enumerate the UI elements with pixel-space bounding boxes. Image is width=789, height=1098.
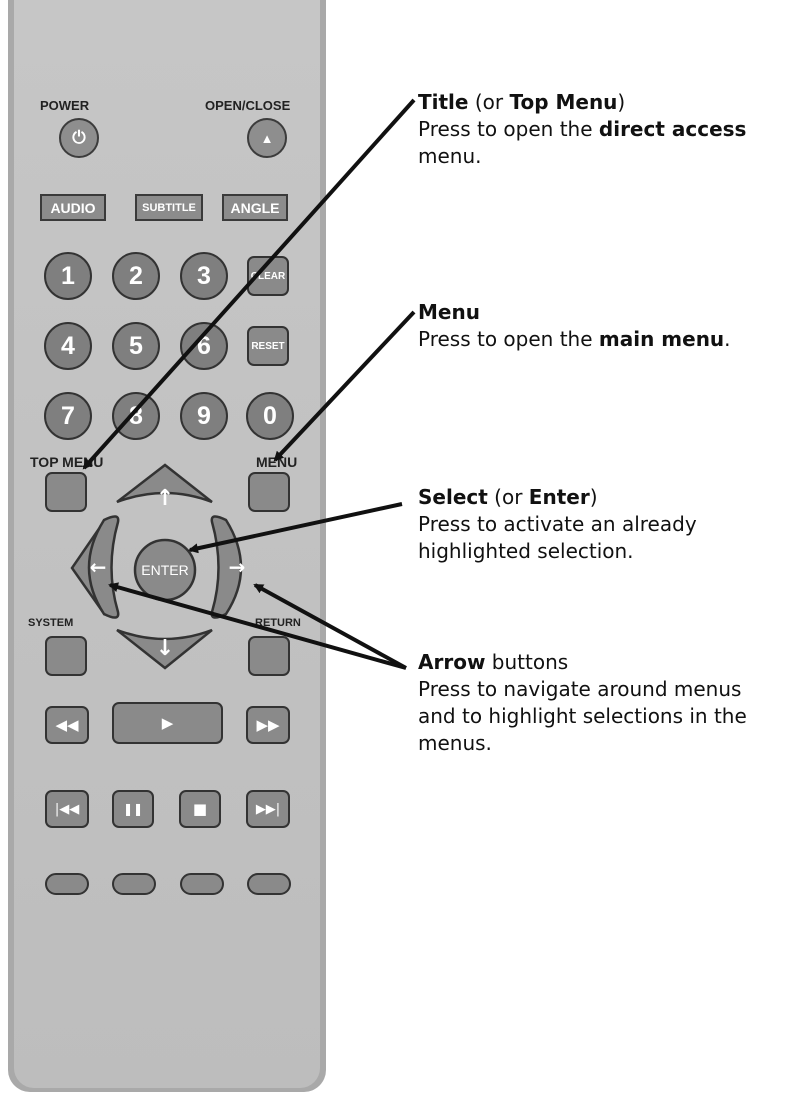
arrow-callout: Arrow buttons Press to navigate around m… [418, 649, 786, 757]
pause-button[interactable]: ❚❚ [112, 790, 154, 828]
color-button-1[interactable] [45, 873, 89, 895]
down-arrow-icon: ↓ [156, 636, 174, 661]
title-callout-line3: menu. [418, 144, 482, 168]
arrow-callout-bold: Arrow [418, 650, 486, 674]
up-arrow-icon: ↑ [156, 486, 174, 511]
menu-callout-period: . [724, 327, 731, 351]
color-button-4[interactable] [247, 873, 291, 895]
arrow-callout-line2: Press to navigate around menus [418, 677, 742, 701]
color-button-2[interactable] [112, 873, 156, 895]
system-label: SYSTEM [28, 617, 74, 629]
next-button[interactable]: ▶▶| [246, 790, 290, 828]
fast-forward-button[interactable]: ▶▶ [246, 706, 290, 744]
previous-button[interactable]: |◀◀ [45, 790, 89, 828]
color-button-3[interactable] [180, 873, 224, 895]
menu-callout-desc-bold: main menu [598, 327, 725, 351]
rewind-icon: ◀◀ [55, 716, 79, 734]
menu-callout-line2: Press to open the main menu. [418, 326, 786, 353]
select-callout-line2: Press to activate an already [418, 512, 697, 536]
arrow-callout-line4: menus. [418, 731, 492, 755]
select-callout-heading: Select (or Enter) [418, 484, 786, 511]
select-callout-bold: Select [418, 485, 488, 509]
top-menu-button[interactable] [45, 472, 87, 512]
play-icon: ▶ [161, 714, 174, 732]
title-callout-desc-bold: direct access [598, 117, 747, 141]
menu-callout-desc: Press to open the [418, 327, 599, 351]
fast-forward-icon: ▶▶ [256, 716, 280, 734]
power-label: POWER [40, 98, 90, 113]
title-callout: Title (or Top Menu) Press to open the di… [418, 89, 786, 170]
title-callout-text-2: ) [617, 90, 626, 114]
stop-icon: ■ [192, 800, 208, 818]
return-button[interactable] [248, 636, 290, 676]
return-label: RETURN [255, 617, 301, 629]
arrow-callout-heading: Arrow buttons [418, 649, 786, 676]
title-callout-line2: Press to open the direct access [418, 116, 786, 143]
title-callout-heading: Title (or Top Menu) [418, 89, 786, 116]
system-button[interactable] [45, 636, 87, 676]
nav-up-button[interactable] [116, 463, 213, 504]
menu-callout-bold: Menu [418, 300, 480, 324]
select-callout-bold-2: Enter [528, 485, 590, 509]
stop-button[interactable]: ■ [179, 790, 221, 828]
skip-back-icon: |◀◀ [54, 801, 80, 817]
power-icon: ⏻ [72, 128, 86, 147]
enter-label: ENTER [141, 562, 189, 578]
rewind-button[interactable]: ◀◀ [45, 706, 89, 744]
right-arrow-icon: → [229, 555, 246, 579]
title-callout-desc: Press to open the [418, 117, 599, 141]
select-callout-text: (or [487, 485, 529, 509]
select-callout: Select (or Enter) Press to activate an a… [418, 484, 786, 565]
skip-forward-icon: ▶▶| [255, 801, 281, 817]
pause-icon: ❚❚ [122, 802, 144, 816]
play-button[interactable]: ▶ [112, 702, 223, 744]
title-callout-bold-2: Top Menu [509, 90, 618, 114]
select-callout-line3: highlighted selection. [418, 539, 634, 563]
arrow-callout-line3: and to highlight selections in the [418, 704, 747, 728]
title-callout-text: (or [468, 90, 510, 114]
title-callout-bold: Title [418, 90, 469, 114]
select-callout-text-2: ) [589, 485, 598, 509]
left-arrow-icon: ← [90, 555, 107, 579]
menu-callout-heading: Menu [418, 299, 786, 326]
arrow-callout-text: buttons [485, 650, 569, 674]
menu-callout: Menu Press to open the main menu. [418, 299, 786, 353]
